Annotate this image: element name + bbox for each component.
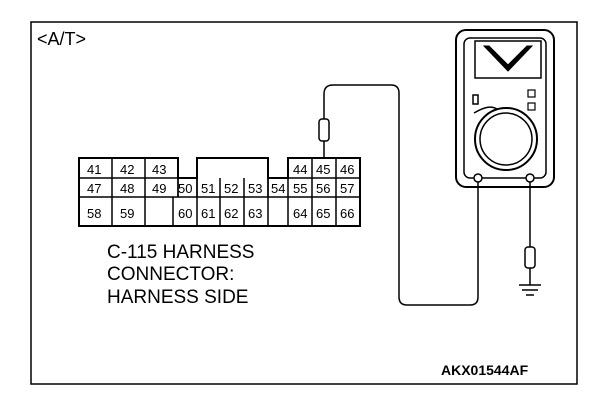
pin-49: 49: [152, 181, 166, 196]
pin-65: 65: [316, 206, 330, 221]
pin-66: 66: [340, 206, 354, 221]
probe-tip-connector: [318, 118, 330, 142]
pin-46: 46: [340, 162, 354, 177]
test-lead-positive: [323, 84, 479, 306]
connector-c-115: 41 42 43 44 45 46 47 48 49 50 51 52 53 5…: [78, 157, 361, 227]
multimeter-button-bottom: [527, 102, 536, 111]
pin-44: 44: [293, 162, 307, 177]
connector-caption-line-3: HARNESS SIDE: [107, 287, 248, 308]
pin-64: 64: [293, 206, 307, 221]
multimeter-button-top: [527, 89, 536, 98]
multimeter-indicator-icon: [472, 94, 479, 105]
pin-41: 41: [87, 162, 101, 177]
connector-misc-dividers: [172, 178, 179, 226]
figure-code: AKX01544AF: [441, 362, 529, 378]
pin-63: 63: [248, 206, 262, 221]
pin-56: 56: [316, 181, 330, 196]
connector-right-dividers: [311, 158, 337, 226]
pin-42: 42: [120, 162, 134, 177]
diagram-title: <A/T>: [37, 29, 86, 49]
pin-48: 48: [120, 181, 134, 196]
multimeter-dial-inner: [479, 112, 533, 166]
probe-jack-left: [473, 173, 483, 183]
voltage-symbol-icon: [482, 45, 534, 72]
pin-55: 55: [293, 181, 307, 196]
pin-62: 62: [224, 206, 238, 221]
pin-60: 60: [178, 206, 192, 221]
probe-tip-ground: [524, 246, 536, 269]
ground-icon: [519, 268, 541, 296]
probe-jack-right: [525, 173, 535, 183]
pin-47: 47: [87, 181, 101, 196]
multimeter-dial-arc: [473, 106, 498, 114]
pin-61: 61: [201, 206, 215, 221]
connector-caption-line-2: CONNECTOR:: [107, 264, 234, 285]
connector-mid-dividers: [196, 178, 269, 226]
pin-45: 45: [316, 162, 330, 177]
pin-54: 54: [271, 181, 285, 196]
pin-51: 51: [201, 181, 215, 196]
pin-53: 53: [248, 181, 262, 196]
multimeter: [455, 29, 555, 188]
pin-50: 50: [178, 181, 192, 196]
connector-caption-line-1: C-115 HARNESS: [107, 242, 254, 263]
pin-58: 58: [87, 206, 101, 221]
pin-52: 52: [224, 181, 238, 196]
pin-59: 59: [120, 206, 134, 221]
pin-43: 43: [152, 162, 166, 177]
pin-57: 57: [340, 181, 354, 196]
connector-cell-dividers: [111, 158, 289, 226]
